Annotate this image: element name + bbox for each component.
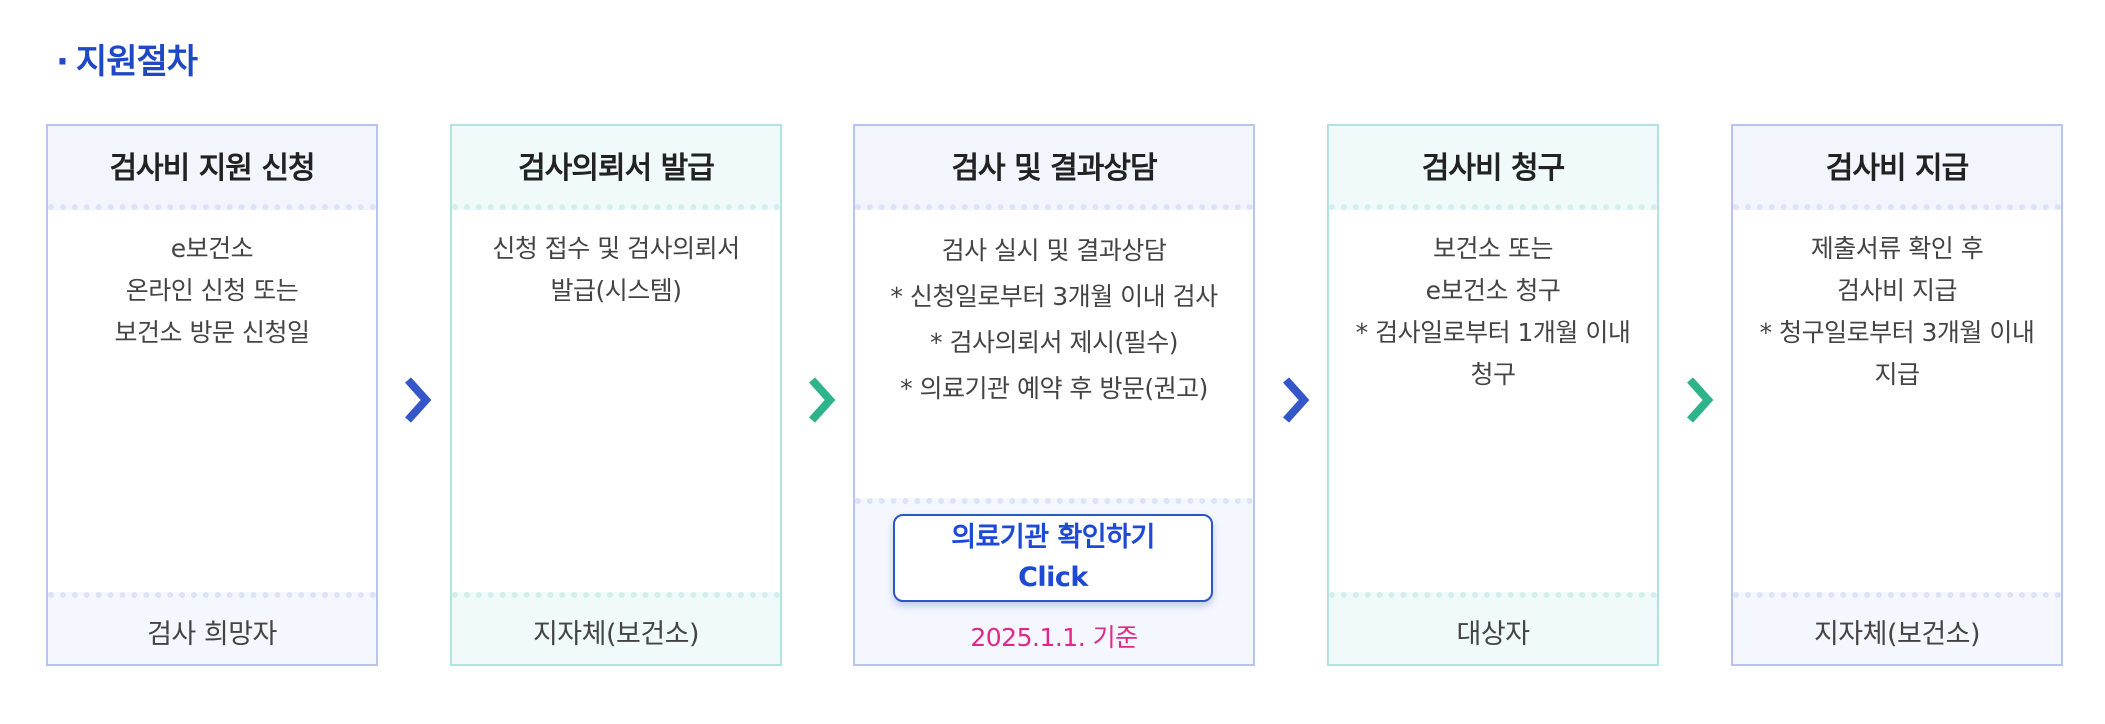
- step-title: 검사의뢰서 발급: [452, 126, 780, 210]
- description-line: * 신청일로부터 3개월 이내 검사: [890, 282, 1218, 311]
- description-line: * 검사의뢰서 제시(필수): [930, 328, 1178, 357]
- description-line: 신청 접수 및 검사의뢰서: [492, 234, 740, 263]
- step-card-payment: 검사비 지급 제출서류 확인 후 검사비 지급 * 청구일로부터 3개월 이내 …: [1731, 124, 2063, 666]
- step-card-test-consultation: 검사 및 결과상담 검사 실시 및 결과상담 * 신청일로부터 3개월 이내 검…: [853, 124, 1255, 666]
- section-title: ·지원절차: [56, 34, 198, 83]
- description-line: 지급: [1874, 360, 1920, 389]
- step-description: 제출서류 확인 후 검사비 지급 * 청구일로부터 3개월 이내 지급: [1733, 228, 2061, 396]
- button-click-label: Click: [1018, 562, 1088, 593]
- description-line: * 검사일로부터 1개월 이내: [1355, 318, 1631, 347]
- step-description: 보건소 또는 e보건소 청구 * 검사일로부터 1개월 이내 청구: [1329, 228, 1657, 396]
- description-line: e보건소 청구: [1425, 276, 1561, 305]
- description-line: 검사비 지급: [1837, 276, 1957, 305]
- step-description: 신청 접수 및 검사의뢰서 발급(시스템): [452, 228, 780, 312]
- description-line: 청구: [1470, 360, 1516, 389]
- step-title: 검사비 청구: [1329, 126, 1657, 210]
- step-actor: 지자체(보건소): [452, 592, 780, 664]
- step-title: 검사 및 결과상담: [855, 126, 1253, 210]
- step-actor: 검사 희망자: [48, 592, 376, 664]
- description-line: 보건소 또는: [1433, 234, 1553, 263]
- step-description: e보건소 온라인 신청 또는 보건소 방문 신청일: [48, 228, 376, 354]
- chevron-right-icon: [405, 377, 432, 423]
- section-title-text: 지원절차: [75, 42, 198, 82]
- description-line: 발급(시스템): [550, 276, 682, 305]
- step-title: 검사비 지급: [1733, 126, 2061, 210]
- find-medical-institution-button[interactable]: 의료기관 확인하기 Click: [893, 514, 1213, 602]
- step-title: 검사비 지원 신청: [48, 126, 376, 210]
- step-card-claim: 검사비 청구 보건소 또는 e보건소 청구 * 검사일로부터 1개월 이내 청구…: [1327, 124, 1659, 666]
- description-line: * 청구일로부터 3개월 이내: [1759, 318, 2035, 347]
- description-line: e보건소: [170, 234, 254, 263]
- chevron-right-icon: [809, 377, 836, 423]
- chevron-right-icon: [1283, 377, 1310, 423]
- step-card-referral-issue: 검사의뢰서 발급 신청 접수 및 검사의뢰서 발급(시스템) 지자체(보건소): [450, 124, 782, 666]
- chevron-right-icon: [1687, 377, 1714, 423]
- step-description: 검사 실시 및 결과상담 * 신청일로부터 3개월 이내 검사 * 검사의뢰서 …: [855, 228, 1253, 412]
- description-line: 검사 실시 및 결과상담: [941, 236, 1167, 265]
- description-line: 보건소 방문 신청일: [114, 318, 310, 347]
- basis-date: 2025.1.1. 기준: [970, 623, 1138, 652]
- step-card-application: 검사비 지원 신청 e보건소 온라인 신청 또는 보건소 방문 신청일 검사 희…: [46, 124, 378, 666]
- title-bullet: ·: [56, 42, 69, 82]
- step-actor: 대상자: [1329, 592, 1657, 664]
- description-line: 온라인 신청 또는: [125, 276, 299, 305]
- step-actor: 지자체(보건소): [1733, 592, 2061, 664]
- description-line: * 의료기관 예약 후 방문(권고): [900, 374, 1208, 403]
- button-label: 의료기관 확인하기: [951, 522, 1155, 553]
- description-line: 제출서류 확인 후: [1810, 234, 1984, 263]
- step-footer-area: 의료기관 확인하기 Click 2025.1.1. 기준: [855, 498, 1253, 664]
